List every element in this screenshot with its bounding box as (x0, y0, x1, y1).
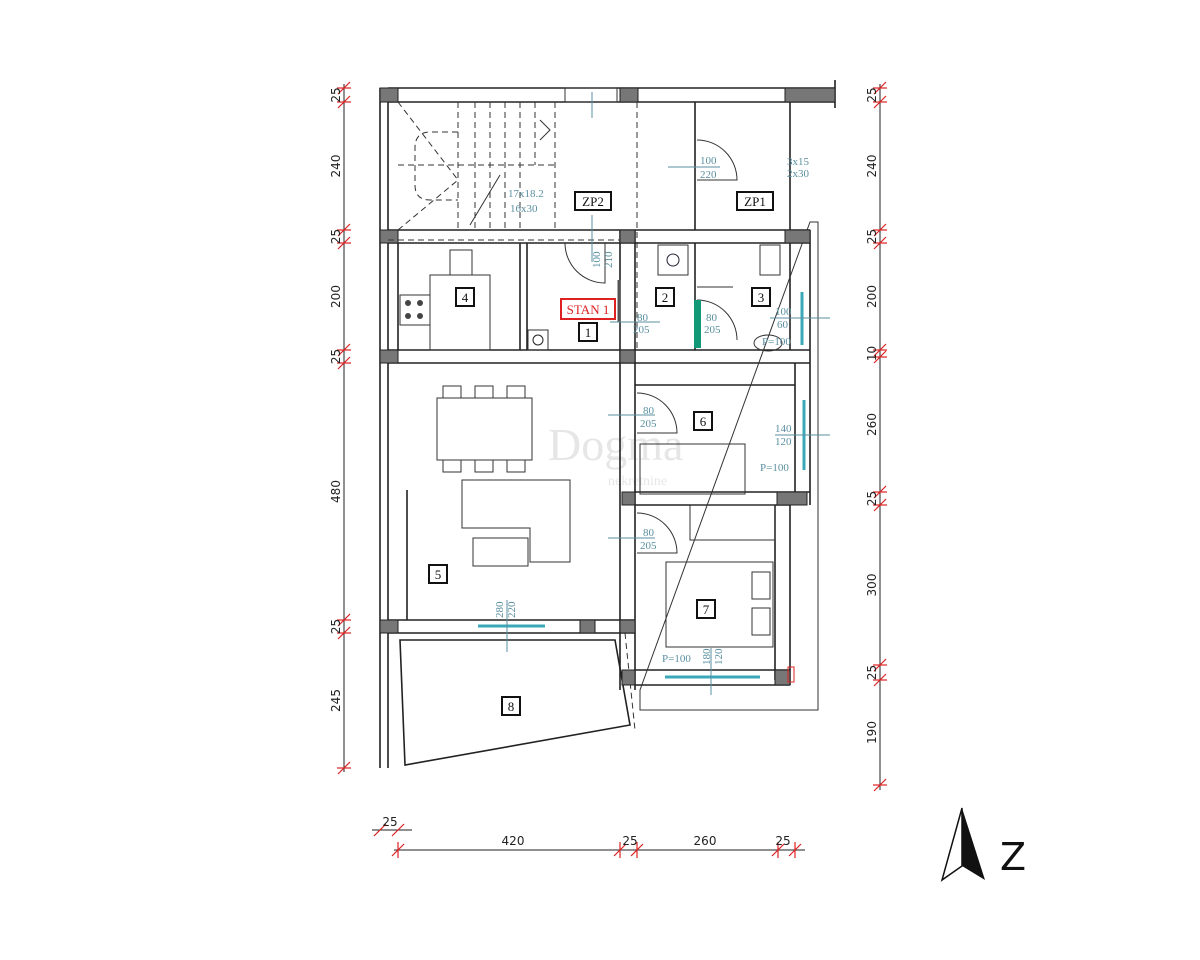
watermark: Dogma nekretnine (548, 419, 683, 489)
drain-icon (666, 253, 680, 267)
room-2: 2 (662, 290, 669, 305)
door-zp1-height: 220 (700, 169, 717, 181)
apartment-label-box (560, 298, 616, 320)
dimension-label: 25 (865, 665, 879, 680)
dimension-label: 300 (865, 574, 879, 597)
room-zp2: ZP2 (582, 194, 604, 209)
bathtub (639, 443, 746, 495)
dimension-bottom: 25 420 25 260 25 (372, 815, 805, 858)
room-7: 7 (703, 602, 710, 617)
door-6-width: 80 (643, 405, 655, 417)
room-6: 6 (700, 414, 707, 429)
dimension-label: 240 (329, 155, 343, 178)
dimension-label: 10 (865, 346, 879, 361)
door-1-width: 80 (637, 312, 649, 324)
marker (787, 666, 795, 683)
dimension-label: 25 (775, 834, 790, 848)
stair-note-1: 17x18.2 (508, 188, 544, 200)
shower-tray (657, 244, 689, 276)
win-7-width: 180 (701, 648, 713, 665)
dimension-label: 25 (329, 87, 343, 102)
living-furniture (436, 385, 571, 567)
dimension-label: 260 (694, 834, 717, 848)
staircase[interactable]: 17x18.2 16x30 (397, 101, 555, 231)
kitchen-furniture (399, 249, 549, 351)
zp1-stair-note-2: 2x30 (787, 168, 810, 180)
dimension-label: 25 (329, 349, 343, 364)
door-entry-height: 210 (603, 251, 615, 268)
room-4: 4 (462, 290, 469, 305)
win-6-height: 120 (775, 436, 792, 448)
room-zp1: ZP1 (744, 194, 766, 209)
dimension-label: 25 (329, 229, 343, 244)
dimension-label: 25 (329, 619, 343, 634)
sill-3: P=100 (762, 336, 791, 348)
win-6-width: 140 (775, 423, 792, 435)
dimension-right: 25 240 25 200 10 260 25 300 25 190 (865, 81, 887, 792)
zp1-stair-note-1: 3x15 (787, 156, 810, 168)
columns (379, 87, 836, 686)
sill-6: P=100 (760, 462, 789, 474)
dimension-label: 420 (502, 834, 525, 848)
room-5: 5 (435, 567, 442, 582)
dimension-tick (373, 823, 387, 837)
wardrobe (689, 504, 776, 541)
dimension-label: 25 (622, 834, 637, 848)
room-1: 1 (585, 325, 592, 340)
win-7-height: 120 (713, 648, 725, 665)
stair-note-2: 16x30 (510, 203, 538, 215)
dimension-left: 25 240 25 200 25 480 25 245 (329, 81, 351, 775)
room-3: 3 (758, 290, 765, 305)
door-2-height: 205 (704, 324, 721, 336)
watermark-subtext: nekretnine (608, 474, 667, 489)
door-entry-width: 100 (591, 251, 603, 268)
bed (665, 561, 774, 648)
dimension-label: 190 (865, 721, 879, 744)
win-3-height: 60 (777, 319, 789, 331)
door-7-height: 205 (640, 540, 657, 552)
door-1-height: 205 (633, 324, 650, 336)
highlighted-door[interactable] (694, 300, 701, 348)
door-2-width: 80 (706, 312, 718, 324)
north-arrow-icon: Z (940, 807, 1026, 882)
room-8: 8 (508, 699, 515, 714)
door-6-height: 205 (640, 418, 657, 430)
dimension-label: 240 (865, 155, 879, 178)
dimension-label: 25 (865, 229, 879, 244)
door-5-height: 220 (506, 601, 518, 618)
door-7-width: 80 (643, 527, 655, 539)
dimension-label: 25 (865, 87, 879, 102)
sill-7: P=100 (662, 653, 691, 665)
north-label: Z (1000, 835, 1026, 879)
dimension-tick (391, 823, 405, 837)
apartment-label: STAN 1 (567, 302, 610, 317)
door-5-width: 280 (494, 601, 506, 618)
dimension-label: 200 (865, 285, 879, 308)
dimension-label: 25 (865, 491, 879, 506)
win-3-width: 100 (775, 306, 792, 318)
door-zp1-width: 100 (700, 155, 717, 167)
dimension-label: 200 (329, 285, 343, 308)
sink (753, 334, 783, 352)
dimension-label: 480 (329, 480, 343, 503)
dimension-label: 25 (382, 815, 397, 829)
dimension-label: 260 (865, 413, 879, 436)
toilet (759, 244, 781, 276)
dimension-label: 245 (329, 689, 343, 712)
room-labels: ZP2 ZP1 4 STAN 1 1 2 3 6 5 7 8 (428, 191, 774, 716)
